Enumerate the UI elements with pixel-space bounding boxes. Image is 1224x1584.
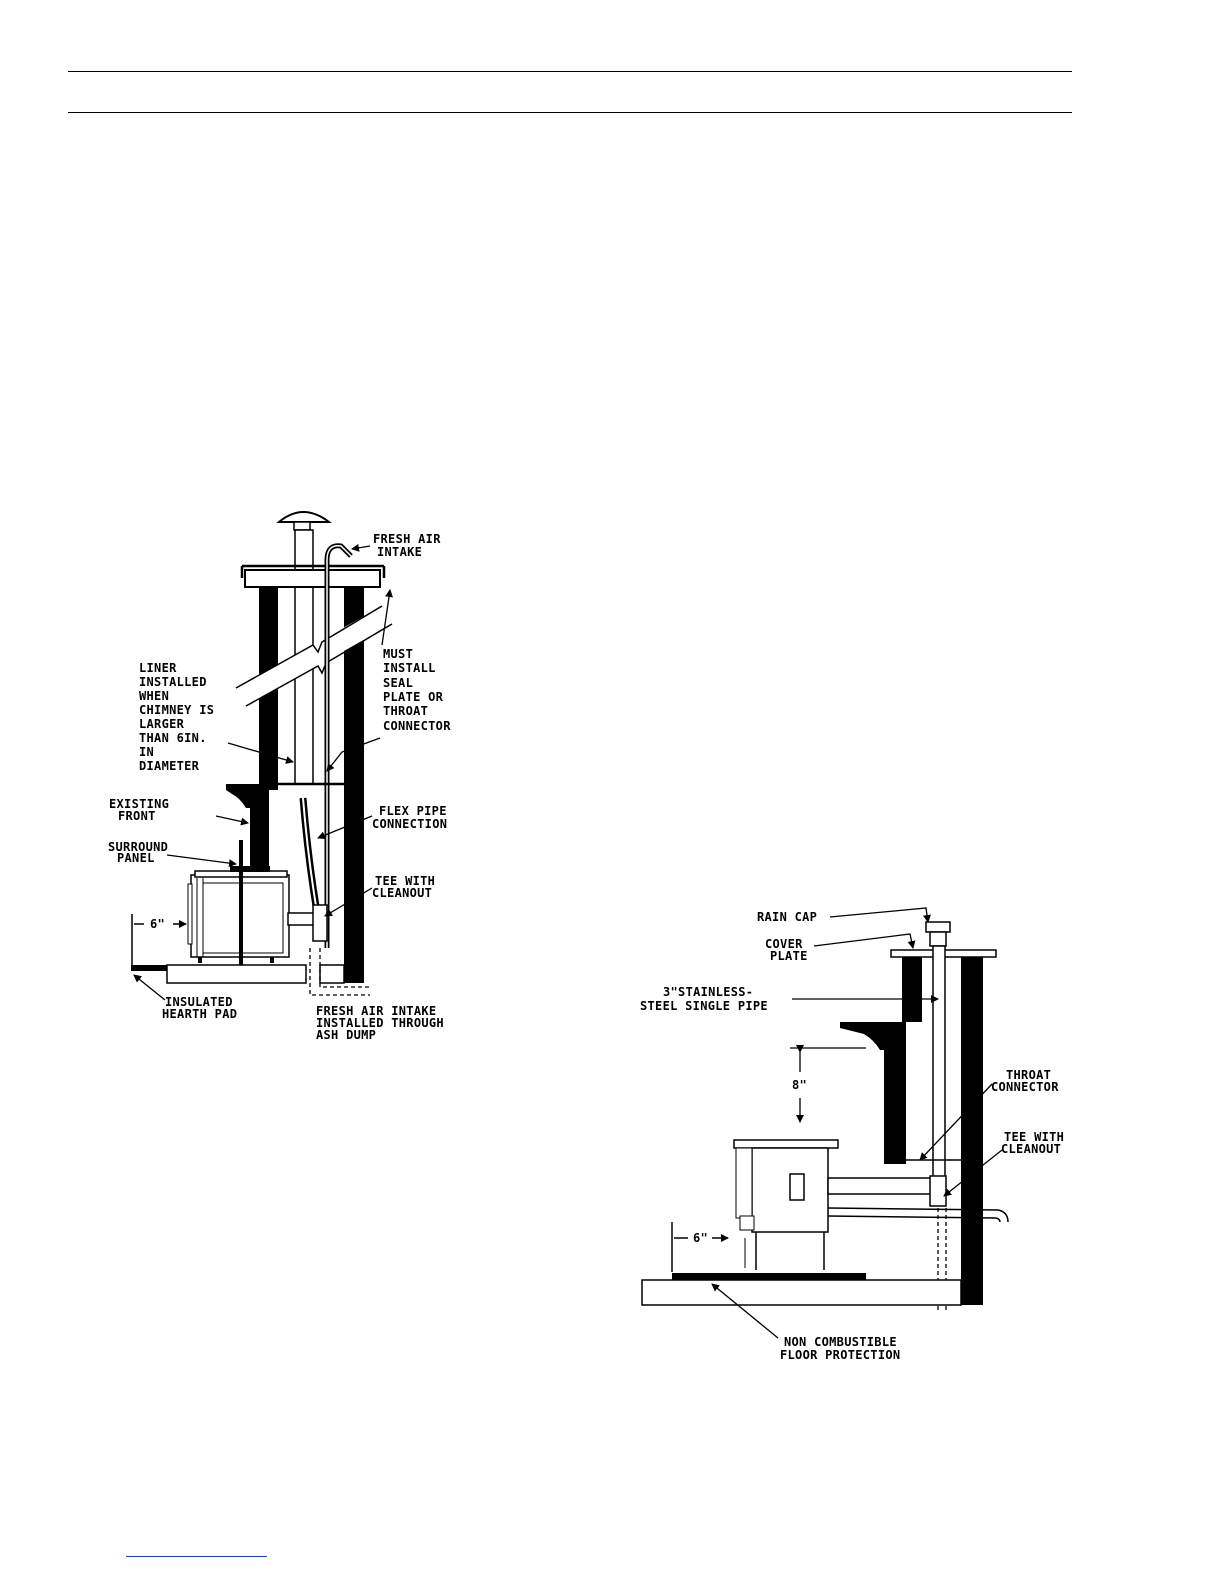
label-fresh-air-intake: FRESH AIR INTAKE xyxy=(373,532,448,559)
hearth-slab xyxy=(166,964,307,984)
footer-link-underline[interactable] xyxy=(126,1556,267,1557)
chimney-cap-icon xyxy=(276,511,332,531)
label-floor-protection: NON COMBUSTIBLE FLOOR PROTECTION xyxy=(780,1335,904,1362)
floor-slab xyxy=(641,1279,962,1306)
label-flex-pipe: FLEX PIPE CONNECTION xyxy=(372,804,454,831)
label-clearance-6in: 6" xyxy=(150,917,165,931)
chimney-wall-right xyxy=(961,957,983,1305)
label-surround-panel: SURROUND PANEL xyxy=(108,840,176,865)
vent-tee xyxy=(287,912,317,926)
label-stainless-pipe: 3"STAINLESS- STEEL SINGLE PIPE xyxy=(640,985,768,1013)
existing-front-wall xyxy=(250,786,269,867)
label-height-8in: 8" xyxy=(792,1078,807,1092)
insulated-hearth-pad xyxy=(131,965,167,971)
seal-plate xyxy=(244,569,381,588)
right-diagram: RAIN CAP COVER PLATE 3"STAINLESS- STEEL … xyxy=(640,907,1072,1362)
fresh-air-pipe xyxy=(827,1207,1009,1223)
stainless-steel-pipe xyxy=(932,945,946,1185)
label-clearance-6in: 6" xyxy=(693,1231,708,1245)
label-liner: LINER INSTALLED WHEN CHIMNEY IS LARGER T… xyxy=(139,661,222,773)
chimney-wall-right xyxy=(344,587,364,983)
chimney-wall-left xyxy=(884,957,922,1164)
label-tee-cleanout: TEE WITH CLEANOUT xyxy=(372,874,443,900)
floor-protection-pad xyxy=(672,1273,866,1280)
header-rule-top xyxy=(68,71,1072,72)
label-cover-plate: COVER PLATE xyxy=(765,937,810,963)
label-rain-cap: RAIN CAP xyxy=(757,910,817,924)
rain-cap-icon xyxy=(925,921,951,947)
label-must-install-seal-plate: MUST INSTALL SEAL PLATE OR THROAT CONNEC… xyxy=(383,647,451,733)
label-throat-connector: THROAT CONNECTOR xyxy=(991,1068,1059,1094)
left-diagram: FRESH AIR INTAKE MUST INSTALL SEAL PLATE… xyxy=(108,511,454,1042)
surround-panel xyxy=(239,840,243,970)
pellet-stove-icon xyxy=(187,870,290,963)
label-tee-cleanout: TEE WITH CLEANOUT xyxy=(1001,1130,1072,1156)
header-rule-bottom xyxy=(68,112,1072,113)
label-ash-dump-intake: FRESH AIR INTAKE INSTALLED THROUGH ASH D… xyxy=(316,1004,451,1042)
label-existing-front: EXISTING FRONT xyxy=(109,797,177,823)
label-insulated-hearth-pad: INSULATED HEARTH PAD xyxy=(162,995,240,1021)
vent-tee xyxy=(929,1175,947,1207)
exhaust-pipe xyxy=(827,1177,941,1195)
pellet-stove-icon xyxy=(733,1139,839,1270)
mantel xyxy=(840,1022,906,1050)
